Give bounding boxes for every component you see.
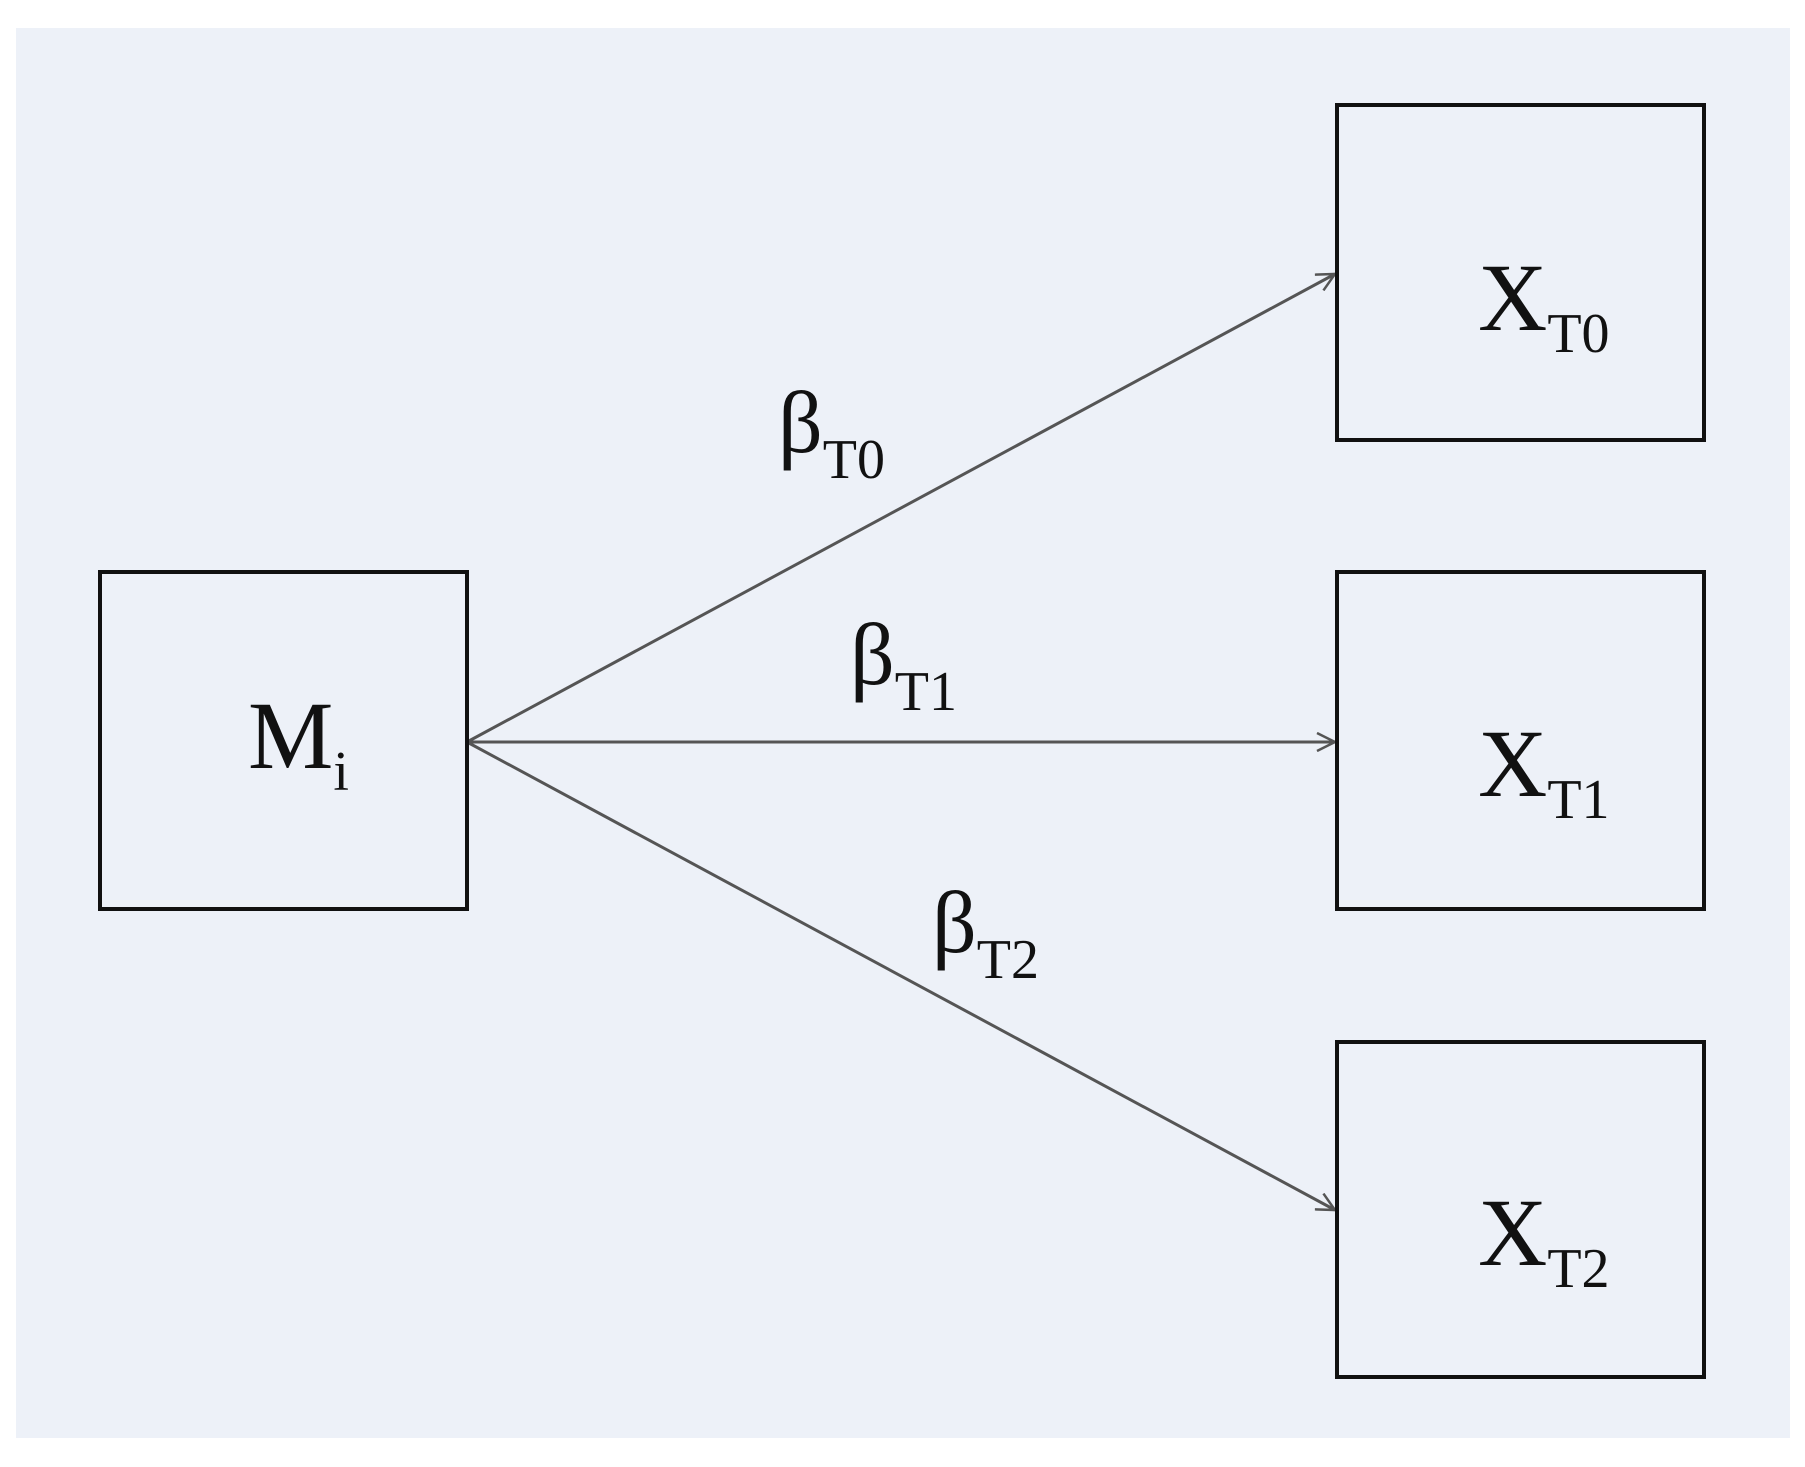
edge-label-beta-t2-sub: T2	[977, 929, 1039, 991]
edge-label-beta-t0-sub: T0	[823, 429, 885, 491]
background-panel	[16, 28, 1790, 1438]
edge-label-beta-t2-base: β	[932, 875, 977, 972]
edge-label-beta-t0: βT0	[778, 375, 885, 491]
node-label-xt2-sub: T2	[1547, 1238, 1609, 1300]
edge-label-beta-t2: βT2	[932, 875, 1039, 991]
node-label-xt0-base: X	[1478, 244, 1547, 351]
node-label-xt1-sub: T1	[1547, 769, 1609, 831]
node-label-mi-sub: i	[333, 741, 349, 803]
edge-label-beta-t0-base: β	[778, 375, 823, 472]
node-box-xt1	[1335, 570, 1706, 911]
edge-label-beta-t1-base: β	[850, 607, 895, 704]
arrow-mi-to-xt0	[466, 274, 1335, 744]
node-box-mi	[98, 570, 469, 911]
node-label-mi-base: M	[248, 682, 333, 789]
node-box-xt0	[1335, 103, 1706, 442]
node-label-xt2-base: X	[1478, 1179, 1547, 1286]
node-label-xt0-sub: T0	[1547, 303, 1609, 365]
node-label-xt1-base: X	[1478, 710, 1547, 817]
node-label-xt2: XT2	[1478, 1179, 1610, 1300]
node-label-xt1: XT1	[1478, 710, 1610, 831]
node-label-xt0: XT0	[1478, 244, 1610, 365]
node-label-mi: Mi	[248, 682, 349, 803]
edge-label-beta-t1: βT1	[850, 607, 957, 723]
arrow-mi-to-xt2	[466, 740, 1335, 1210]
node-box-xt2	[1335, 1040, 1706, 1379]
edge-label-beta-t1-sub: T1	[895, 661, 957, 723]
